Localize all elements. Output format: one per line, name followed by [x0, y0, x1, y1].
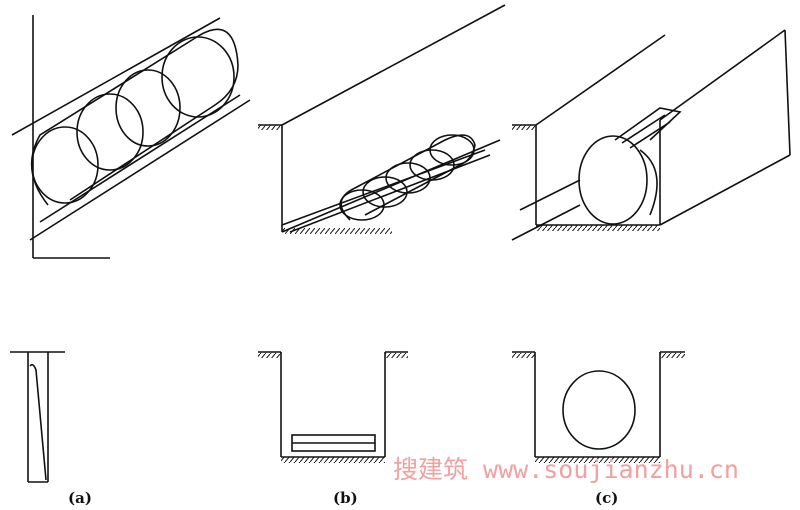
label-c: (c) [595, 489, 619, 507]
watermark: 搜建筑 www.soujianzhu.cn [393, 455, 739, 484]
panel-b-perspective [258, 4, 506, 234]
panel-c-section [512, 351, 685, 463]
panel-a-section [10, 351, 65, 483]
panel-b-section [258, 351, 408, 463]
panel-a-perspective [11, 15, 251, 259]
label-a: (a) [68, 489, 92, 507]
label-b: (b) [333, 489, 358, 507]
panel-c-perspective [511, 29, 791, 241]
